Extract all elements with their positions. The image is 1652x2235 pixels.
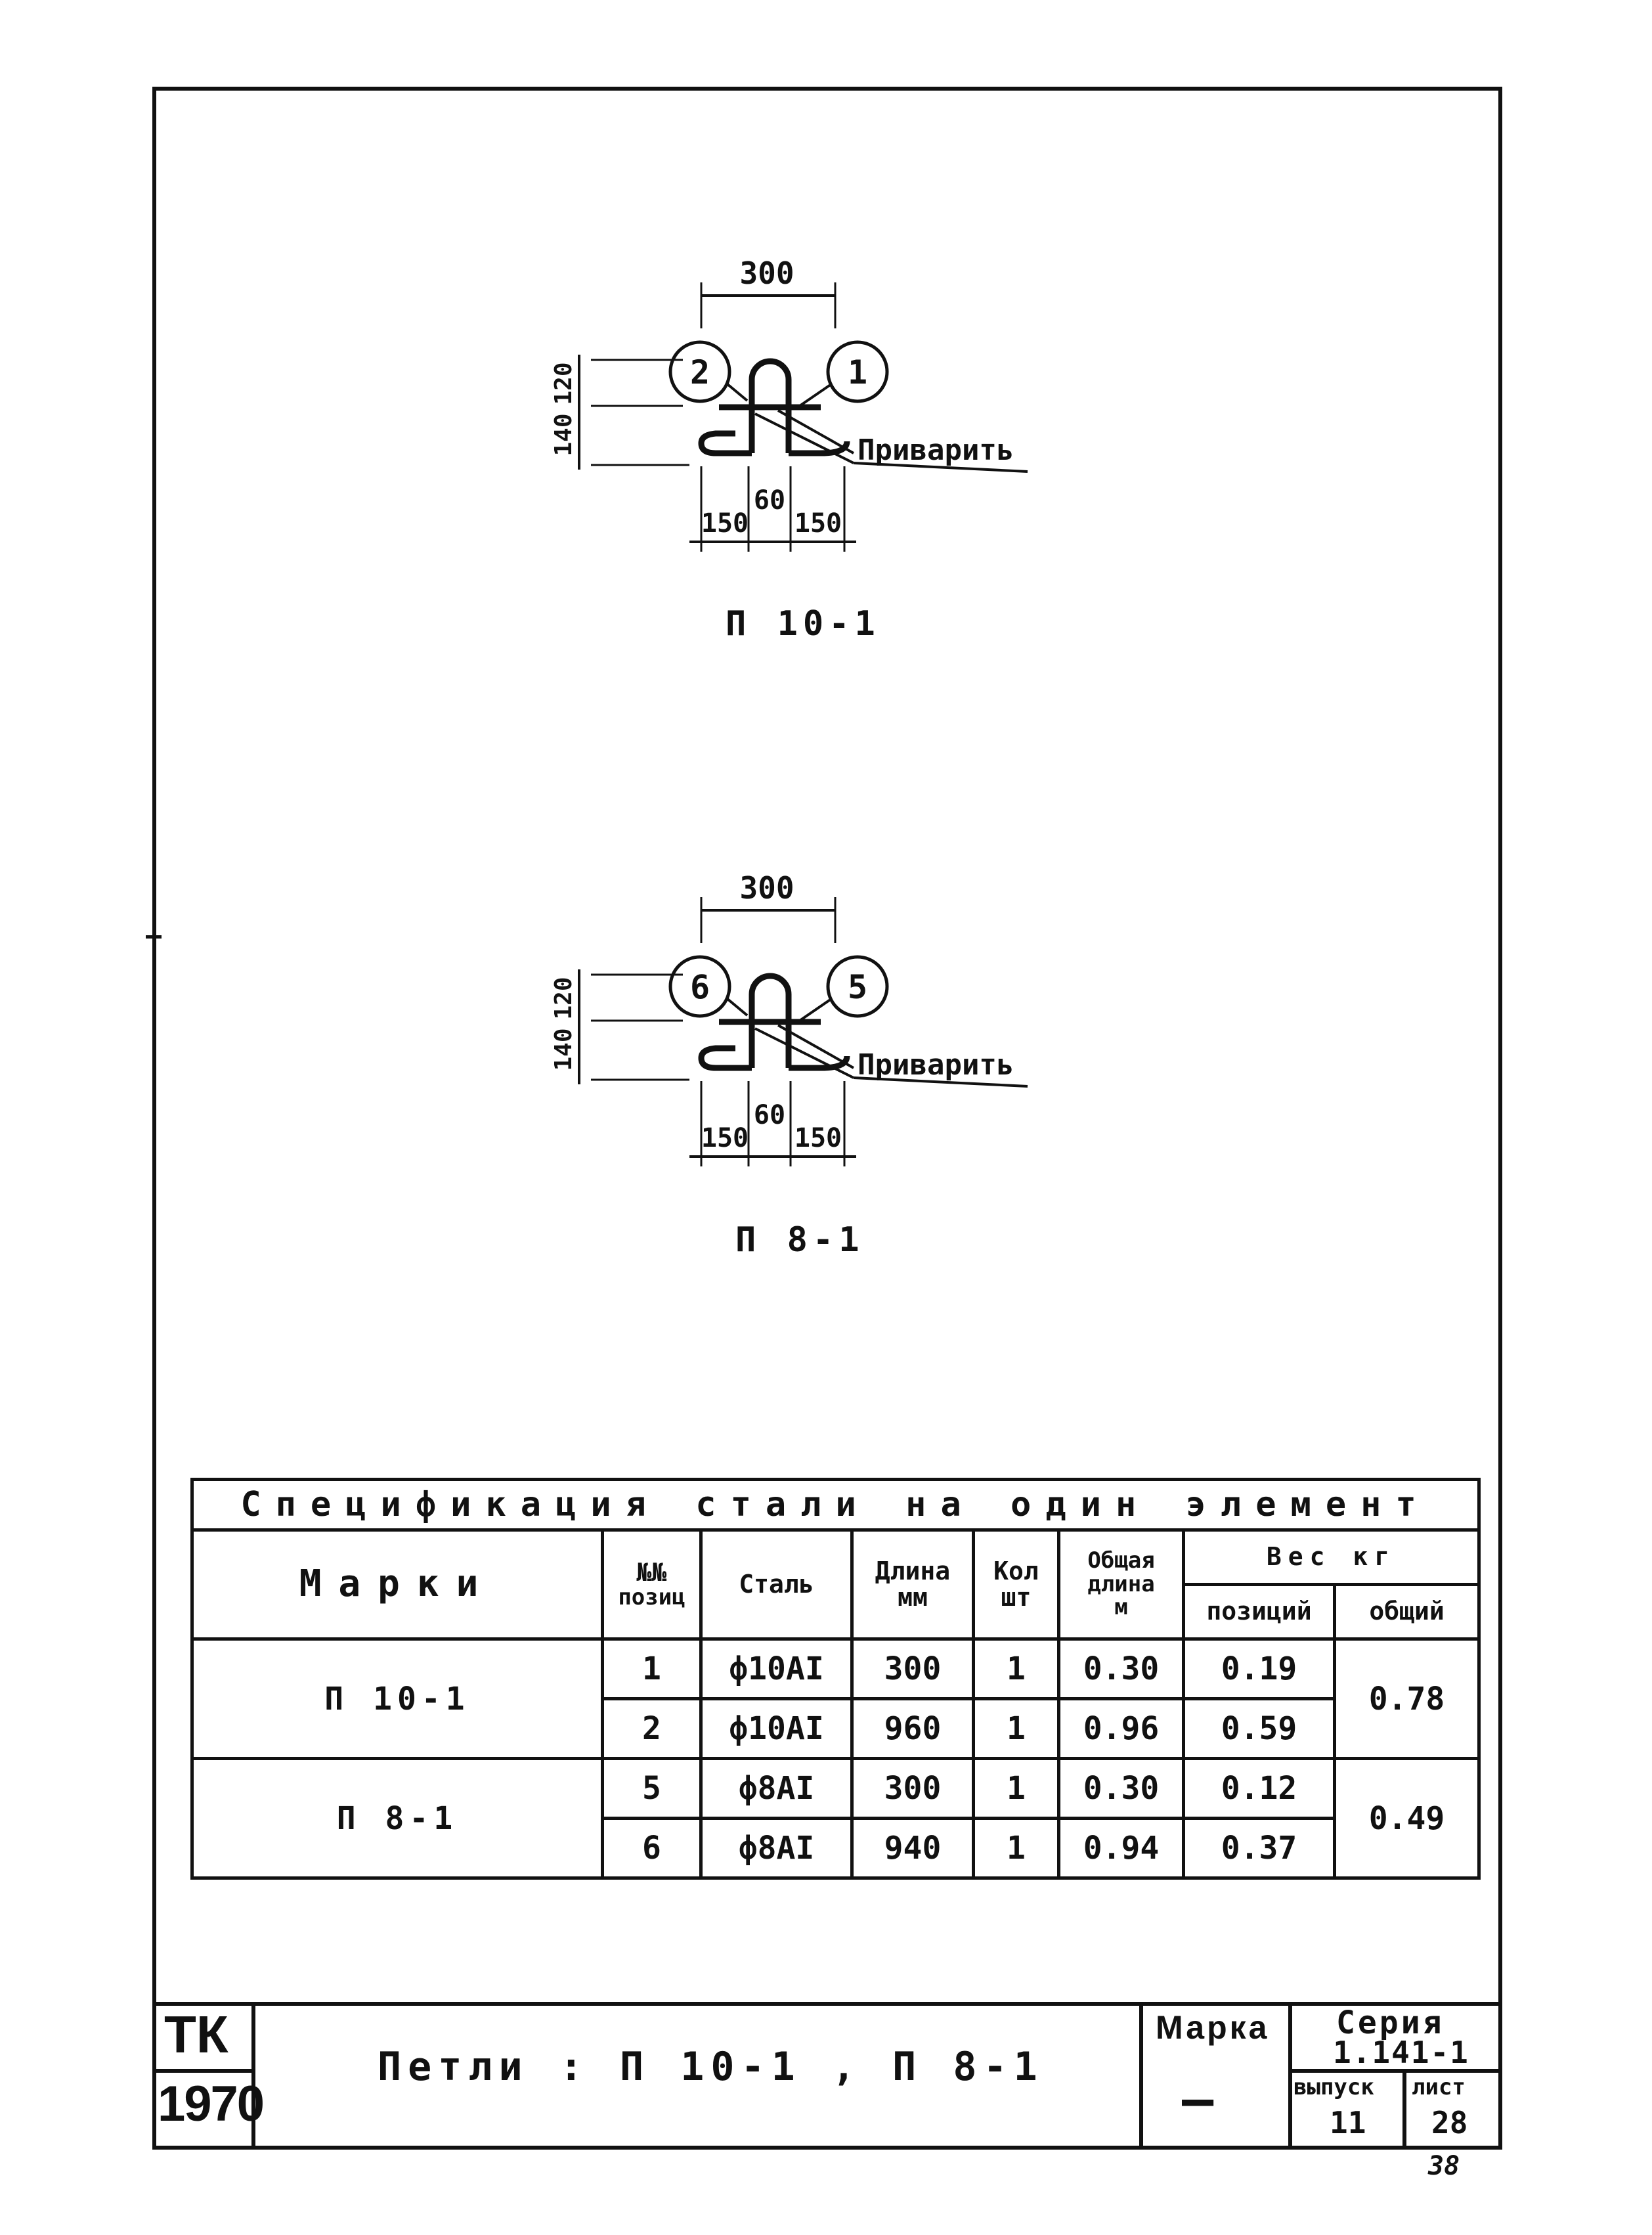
- header-length: Длина мм: [850, 1528, 975, 1641]
- callout-circle: [668, 955, 731, 1018]
- weight-cell: 0.12: [1182, 1757, 1336, 1820]
- total-length-cell: 0.30: [1057, 1637, 1185, 1700]
- pos-cell: 6: [601, 1817, 703, 1880]
- callout-circle: [826, 340, 889, 403]
- tb-divider: [251, 2002, 255, 2150]
- steel-spec-table: Спецификация стали на один элемент Марки…: [190, 1478, 1481, 1880]
- drawing-p10-1: 300 2 1 Приварить 120 140 150 60: [550, 255, 1028, 552]
- dim-60: 60: [754, 485, 785, 516]
- weight-cell: 0.19: [1182, 1637, 1336, 1700]
- steel-cell: ф10АI: [699, 1697, 854, 1760]
- dim-150-left: 150: [701, 1123, 749, 1153]
- tb-divider: [1288, 2002, 1292, 2150]
- weld-note: Приварить: [858, 433, 1014, 467]
- dim-60: 60: [754, 1100, 785, 1130]
- dim-140: 140: [550, 1028, 577, 1071]
- callout-circle: [826, 955, 889, 1018]
- length-cell: 940: [850, 1817, 975, 1880]
- table-row: 2 ф10АI 960 1 0.96 0.59: [192, 1697, 1479, 1760]
- drawing-title: Петли : П 10-1 , П 8-1: [378, 2044, 1044, 2090]
- title-block: [152, 2002, 1502, 2150]
- qty-cell: 1: [972, 1817, 1060, 1880]
- dim-120: 120: [550, 977, 577, 1019]
- callout-2: 2: [690, 353, 710, 391]
- table-row: 6 ф8АI 940 1 0.94 0.37: [192, 1817, 1479, 1880]
- header-marks: Марки: [190, 1528, 604, 1641]
- dim-150-right: 150: [794, 1123, 842, 1153]
- drawing-frame: [152, 87, 1502, 2146]
- weld-note: Приварить: [858, 1048, 1014, 1082]
- table-row: П 10-1 1 ф10АI 300 1 0.30 0.19 0.78: [190, 1637, 1481, 1760]
- qty-cell: 1: [972, 1757, 1060, 1820]
- pos-cell: 5: [601, 1757, 703, 1820]
- weight-total-cell: 0.49: [1332, 1757, 1481, 1880]
- table-row: П 8-1 5 ф8АI 300 1 0.30 0.12 0.49: [190, 1757, 1481, 1880]
- sheet-value: 28: [1431, 2105, 1468, 2140]
- callout-1: 1: [848, 353, 867, 391]
- tb-divider: [1139, 2002, 1143, 2150]
- dim-140: 140: [550, 413, 577, 456]
- length-cell: 300: [850, 1757, 975, 1820]
- marka-label: Марка: [1156, 2009, 1270, 2046]
- steel-cell: ф10АI: [699, 1637, 854, 1700]
- header-steel: Сталь: [699, 1528, 854, 1641]
- callout-circle: [668, 340, 731, 403]
- caption-p8-1: П 8-1: [735, 1220, 865, 1260]
- dim-150-right: 150: [794, 508, 842, 539]
- pos-cell: 2: [601, 1697, 703, 1760]
- frame-edge-mark: [146, 935, 162, 939]
- length-cell: 300: [850, 1637, 975, 1700]
- weight-cell: 0.59: [1182, 1697, 1336, 1760]
- pos-cell: 1: [601, 1637, 703, 1700]
- header-total-length: Общая длина м: [1057, 1528, 1185, 1641]
- sheet-label: лист: [1412, 2074, 1466, 2100]
- dim-top-300: 300: [739, 870, 794, 906]
- steel-cell: ф8АI: [699, 1817, 854, 1880]
- issue-label: выпуск: [1293, 2074, 1374, 2100]
- header-weight-total: общий: [1332, 1583, 1481, 1641]
- qty-cell: 1: [972, 1637, 1060, 1700]
- series-value: 1.141-1: [1333, 2035, 1469, 2070]
- issue-value: 11: [1330, 2105, 1366, 2140]
- callout-6: 6: [690, 968, 710, 1006]
- caption-p10-1: П 10-1: [726, 604, 880, 644]
- dim-120: 120: [550, 362, 577, 405]
- qty-cell: 1: [972, 1697, 1060, 1760]
- series-label: Серия: [1336, 2004, 1445, 2041]
- tb-divider: [1288, 2069, 1502, 2073]
- total-length-cell: 0.96: [1057, 1697, 1185, 1760]
- weight-total-cell: 0.78: [1332, 1637, 1481, 1760]
- header-weight-positions: позиций: [1182, 1583, 1336, 1641]
- dim-top-300: 300: [739, 255, 794, 291]
- drawing-p8-1: 300 6 5 Приварить 120 140 150 60 150: [550, 870, 1028, 1166]
- dim-150-left: 150: [701, 508, 749, 539]
- length-cell: 960: [850, 1697, 975, 1760]
- weight-cell: 0.37: [1182, 1817, 1336, 1880]
- mark-cell: П 10-1: [190, 1637, 604, 1760]
- total-length-cell: 0.30: [1057, 1757, 1185, 1820]
- steel-cell: ф8АI: [699, 1757, 854, 1820]
- org-code: ТК: [164, 2005, 228, 2064]
- mark-cell: П 8-1: [190, 1757, 604, 1880]
- table-title: Спецификация стали на один элемент: [190, 1478, 1481, 1532]
- header-qty: Кол шт: [972, 1528, 1060, 1641]
- marka-value: —: [1182, 2069, 1214, 2130]
- callout-5: 5: [848, 968, 867, 1006]
- tb-divider: [1402, 2069, 1406, 2150]
- header-weight: Вес кг: [1181, 1528, 1481, 1586]
- page-number: 38: [1428, 2151, 1460, 2181]
- tb-divider: [152, 2069, 255, 2073]
- header-pos-no: №№ позиц: [601, 1528, 703, 1641]
- total-length-cell: 0.94: [1057, 1817, 1185, 1880]
- year: 1970: [158, 2076, 265, 2132]
